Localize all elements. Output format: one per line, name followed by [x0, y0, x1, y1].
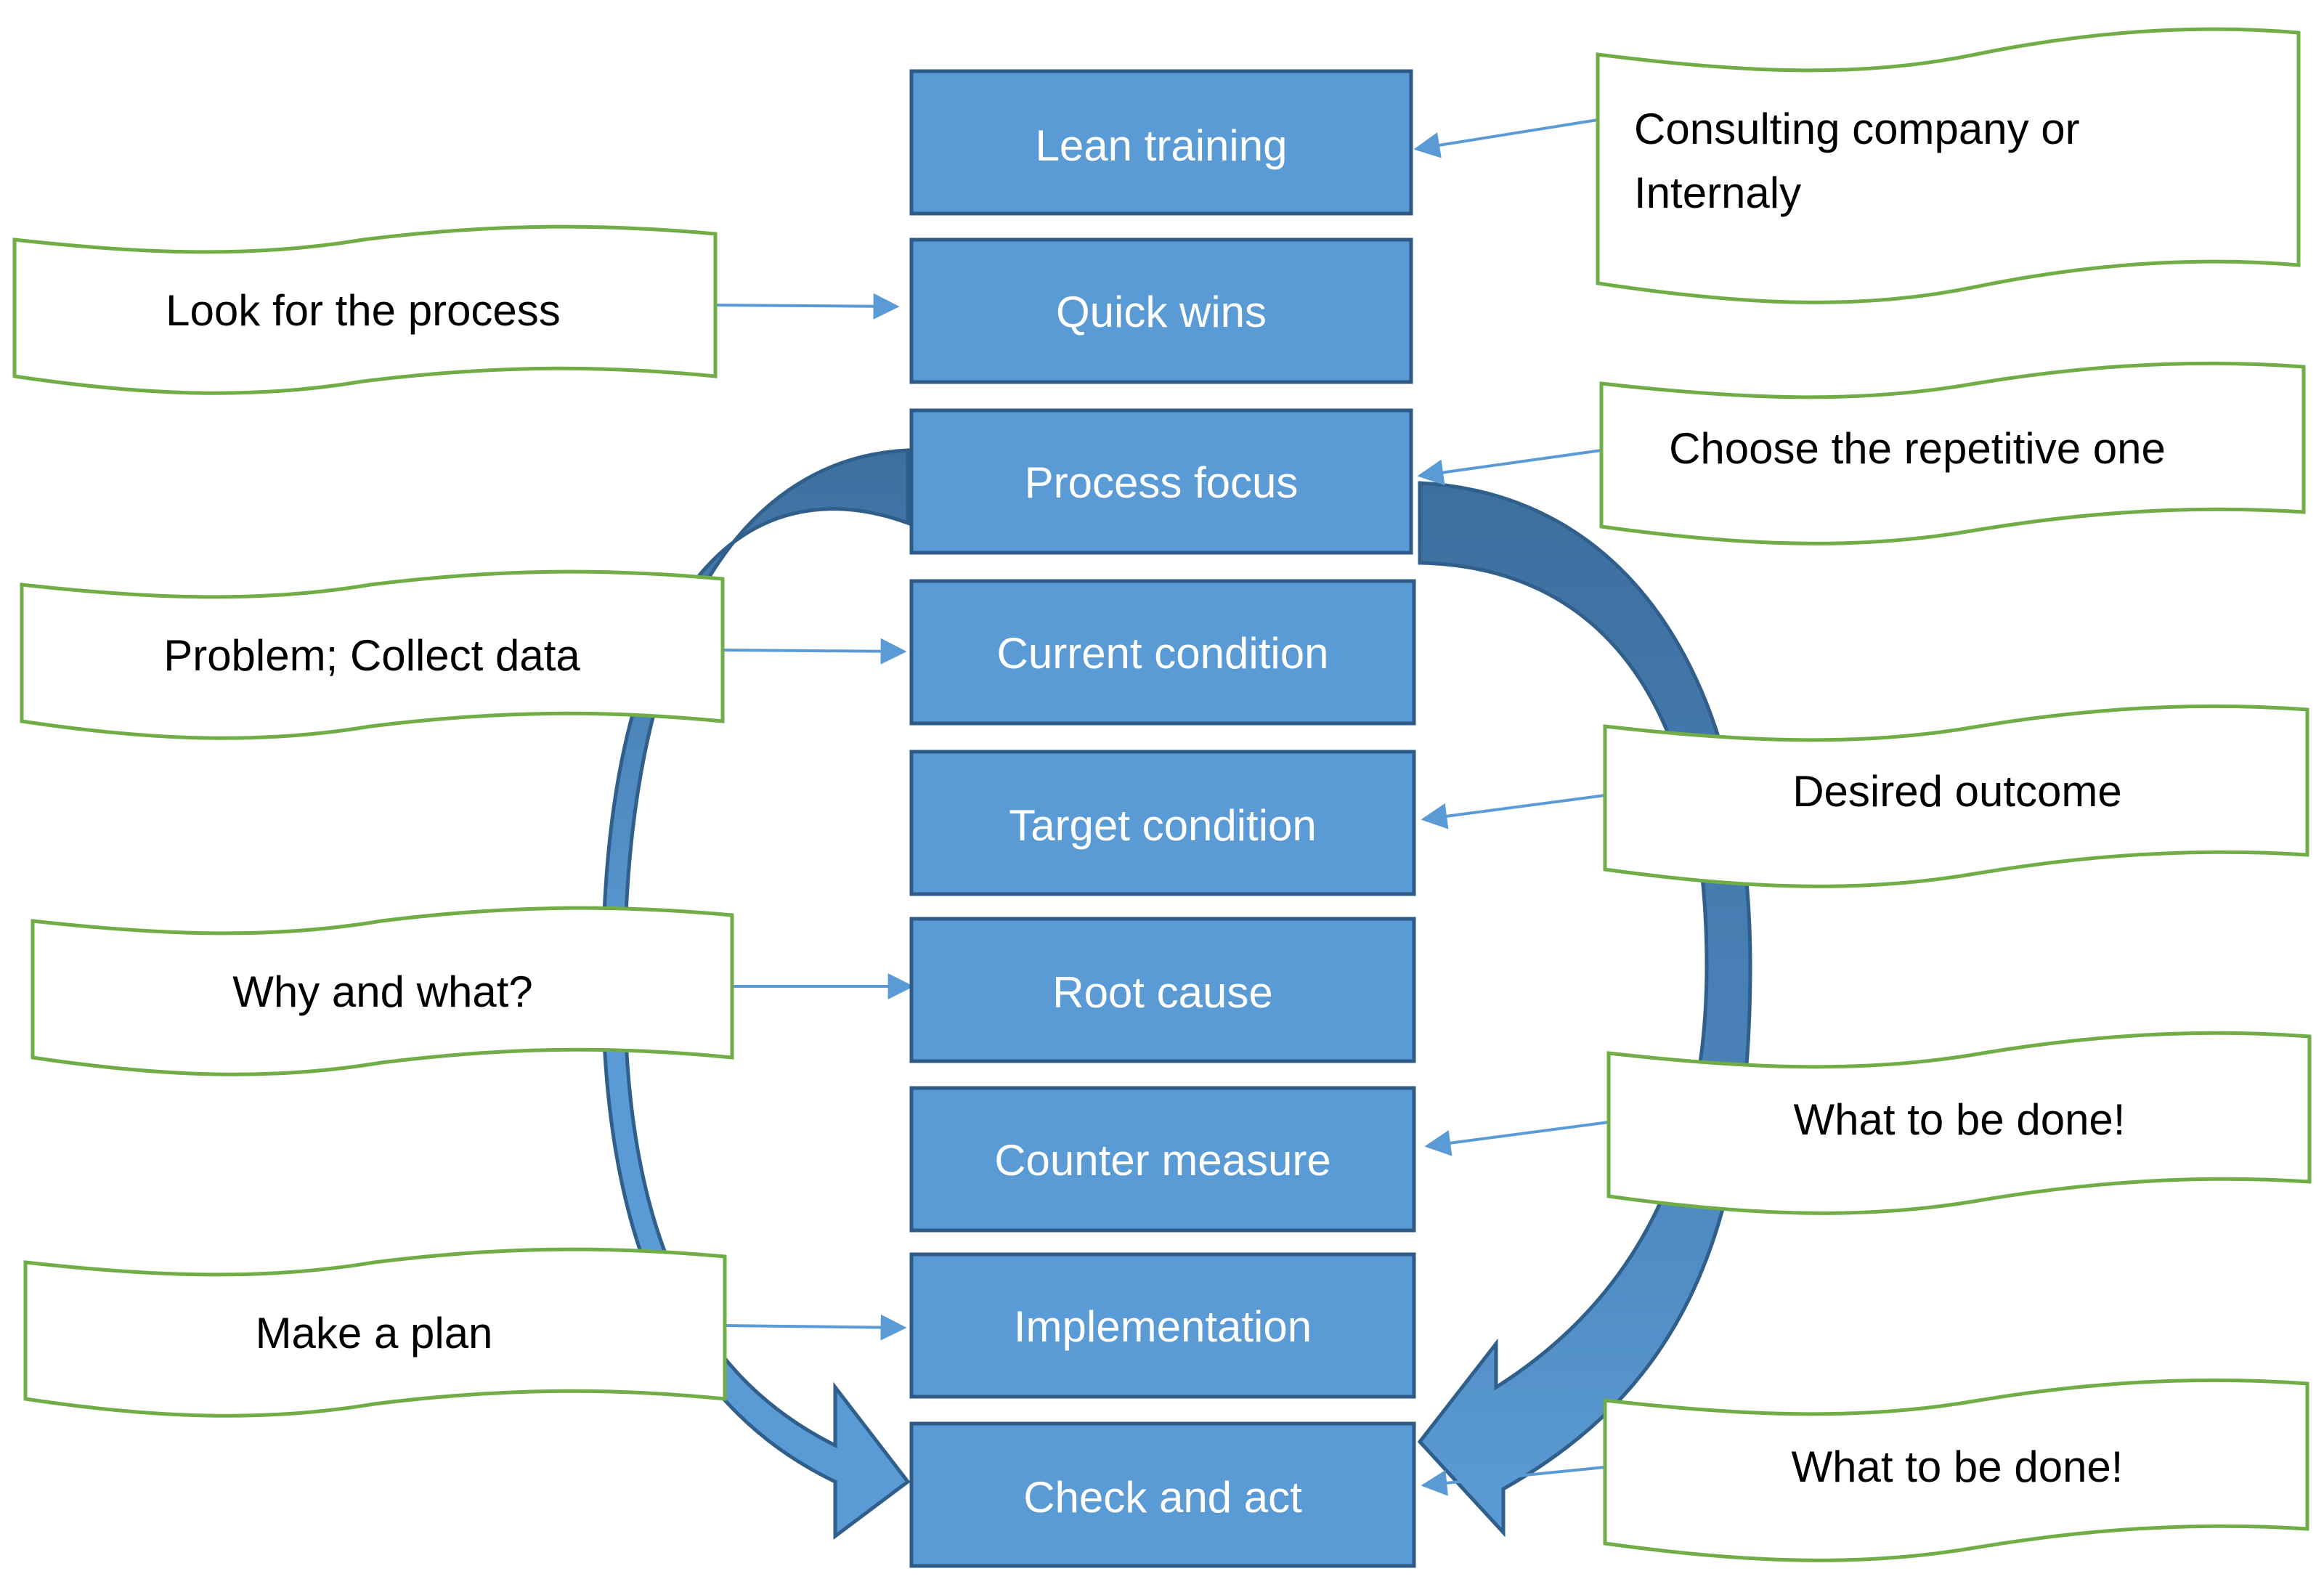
- step-label: Process focus: [1025, 458, 1299, 507]
- step-target-condition: Target condition: [909, 750, 1416, 896]
- connector-what-done-2: [1421, 1466, 1606, 1496]
- note-label: Consulting company or Internaly: [1634, 105, 2092, 217]
- step-lean-training: Lean training: [909, 69, 1413, 216]
- note-desired-outcome: Desired outcome: [1603, 704, 2309, 888]
- connector-make-plan: [726, 1314, 907, 1341]
- step-label: Check and act: [1023, 1473, 1302, 1522]
- loop-arrow-right: [1417, 481, 1752, 1538]
- note-why-and-what: Why and what?: [31, 906, 734, 1076]
- note-line: Internaly: [1634, 169, 1801, 217]
- note-label: Choose the repetitive one: [1669, 424, 2166, 473]
- note-label: Look for the process: [166, 286, 561, 335]
- step-implementation: Implementation: [909, 1252, 1416, 1399]
- step-counter-measure: Counter measure: [909, 1086, 1416, 1233]
- note-problem-collect-data: Problem; Collect data: [20, 569, 725, 740]
- note-line: What to be done!: [1794, 1095, 2126, 1144]
- step-process-focus: Process focus: [909, 408, 1413, 555]
- step-current-condition: Current condition: [909, 579, 1416, 726]
- connector-what-done-1: [1424, 1121, 1609, 1156]
- step-label: Quick wins: [1056, 288, 1267, 336]
- note-label: What to be done!: [1794, 1095, 2126, 1144]
- note-label: Why and what?: [232, 967, 533, 1016]
- step-label: Implementation: [1014, 1302, 1312, 1351]
- step-label: Current condition: [997, 629, 1329, 678]
- note-line: What to be done!: [1792, 1442, 2124, 1491]
- connector-consulting: [1413, 118, 1598, 158]
- note-line: Choose the repetitive one: [1669, 424, 2166, 473]
- note-what-to-be-done-1: What to be done!: [1606, 1031, 2312, 1215]
- note-choose-repetitive: Choose the repetitive one: [1599, 361, 2306, 545]
- note-label: Make a plan: [256, 1309, 493, 1357]
- connector-desired-outcome: [1421, 794, 1606, 829]
- step-label: Target condition: [1009, 801, 1317, 850]
- connector-collect-data: [722, 638, 907, 665]
- step-label: Root cause: [1052, 968, 1273, 1017]
- note-line: Consulting company or: [1634, 105, 2080, 153]
- note-make-a-plan: Make a plan: [23, 1247, 727, 1418]
- step-label: Lean training: [1036, 121, 1288, 170]
- connector-repetitive: [1417, 449, 1602, 486]
- step-check-and-act: Check and act: [909, 1421, 1416, 1568]
- note-label: Problem; Collect data: [163, 631, 580, 680]
- note-label: Desired outcome: [1792, 767, 2122, 816]
- note-look-for-process: Look for the process: [12, 224, 718, 395]
- note-line: Desired outcome: [1792, 767, 2122, 816]
- note-label: What to be done!: [1792, 1442, 2124, 1491]
- note-what-to-be-done-2: What to be done!: [1603, 1378, 2309, 1562]
- step-quick-wins: Quick wins: [909, 238, 1413, 384]
- connector-look-process: [715, 293, 900, 320]
- note-consulting-company: Consulting company or Internaly: [1596, 27, 2301, 304]
- step-label: Counter measure: [994, 1136, 1331, 1185]
- step-root-cause: Root cause: [909, 917, 1416, 1063]
